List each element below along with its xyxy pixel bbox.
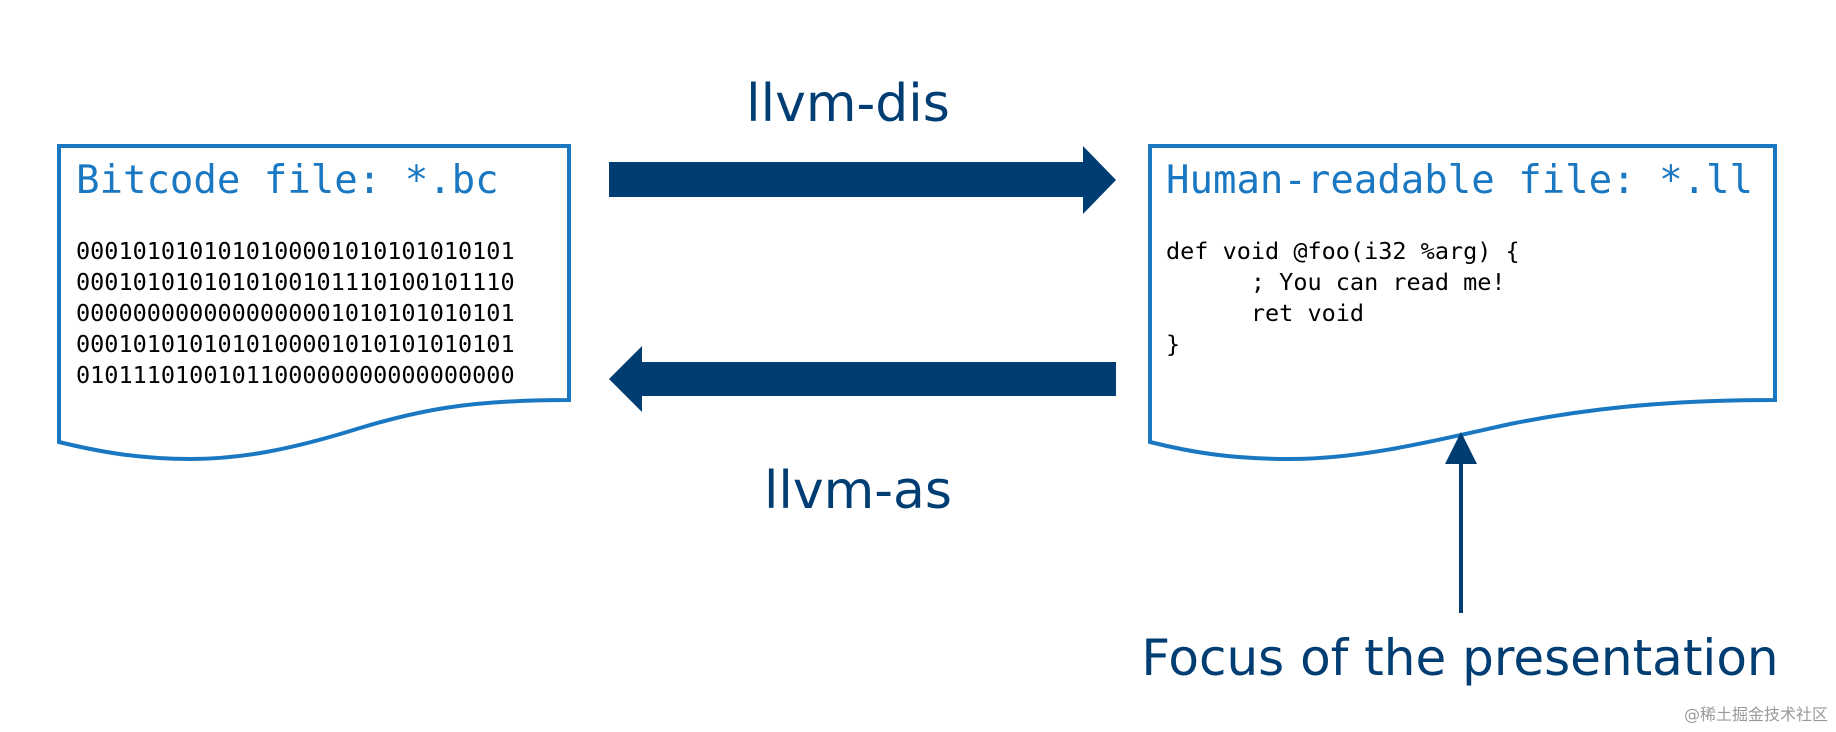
ir-code-line: def void @foo(i32 %arg) { [1166, 237, 1520, 265]
focus-label: Focus of the presentation [1141, 629, 1778, 687]
readable-document: Human-readable file: *.ll def void @foo(… [1148, 144, 1777, 462]
forward-arrow [609, 146, 1116, 214]
bitcode-document-outline [57, 144, 571, 462]
focus-pointer: Focus of the presentation [1141, 432, 1779, 687]
llvm-as-label: llvm-as [764, 461, 952, 521]
bitcode-line: 0001010101010100101110100101110 [76, 268, 515, 296]
llvm-dis-arrow-group: llvm-dis [609, 74, 1116, 214]
readable-document-title: Human-readable file: *.ll [1166, 158, 1753, 203]
ir-code-line: ; You can read me! [1166, 268, 1506, 296]
llvm-dis-label: llvm-dis [746, 74, 950, 134]
watermark-text: @稀土掘金技术社区 [1684, 705, 1828, 724]
bitcode-line: 0000000000000000001010101010101 [76, 299, 515, 327]
llvm-as-arrow-group: llvm-as [609, 346, 1116, 521]
bitcode-document: Bitcode file: *.bc 000101010101010000101… [57, 144, 571, 462]
ir-code-line: ret void [1166, 299, 1364, 327]
bitcode-line: 0001010101010100001010101010101 [76, 237, 515, 265]
bitcode-line: 0001010101010100001010101010101 [76, 330, 515, 358]
readable-document-outline [1148, 144, 1777, 462]
backward-arrow [609, 346, 1116, 412]
bitcode-line: 0101110100101100000000000000000 [76, 361, 515, 389]
ir-code-line: } [1166, 330, 1180, 358]
bitcode-document-title: Bitcode file: *.bc [76, 158, 499, 203]
